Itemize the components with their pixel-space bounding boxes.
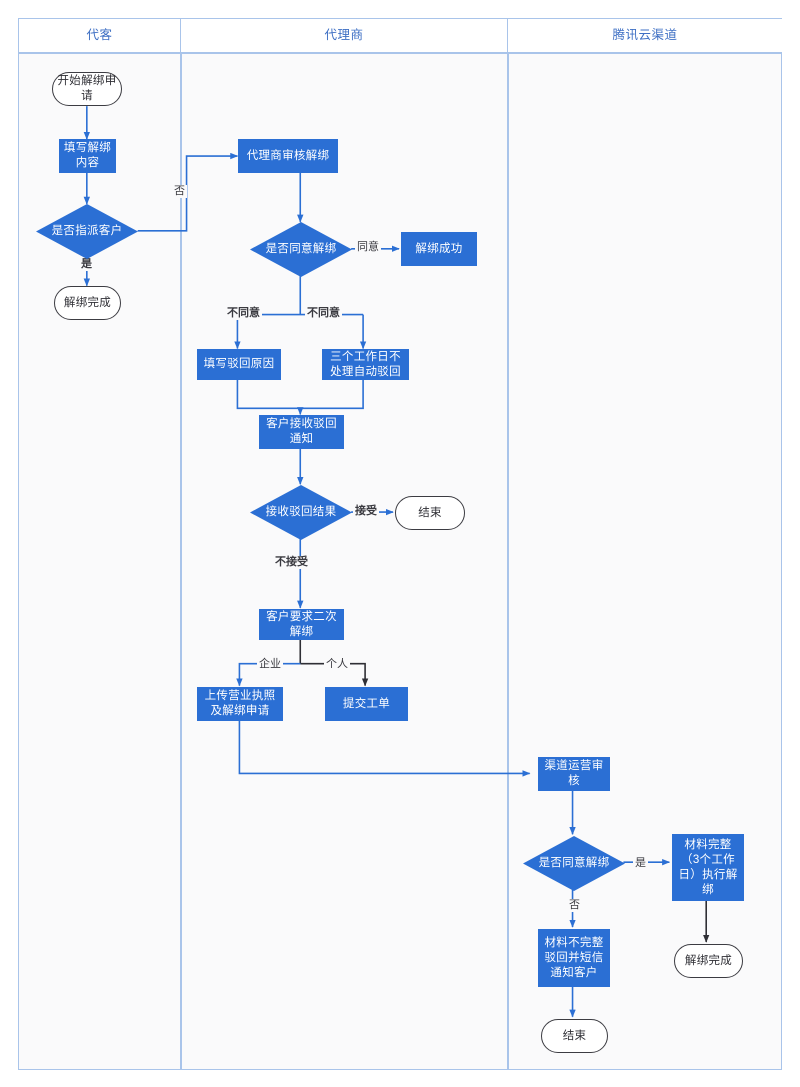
node-label: 是否同意解绑 (265, 243, 337, 255)
node-customer-recv-reject[interactable]: 客户接收驳回通知 (259, 415, 344, 449)
node-label: 材料完整（3个工作日）执行解绑 (678, 838, 738, 896)
node-auto-reject-3days[interactable]: 三个工作日不处理自动驳回 (322, 349, 409, 380)
node-customer-second-unbind[interactable]: 客户要求二次解绑 (259, 609, 344, 640)
node-label: 三个工作日不处理自动驳回 (330, 350, 401, 378)
node-label: 结束 (562, 1029, 587, 1042)
lane-header-tencent-channel: 腾讯云渠道 (508, 19, 782, 52)
lane-divider-1 (180, 19, 182, 1069)
node-fill-reject-reason[interactable]: 填写驳回原因 (197, 349, 281, 380)
edge-auto-reject-merge (300, 378, 364, 410)
node-unbind-success[interactable]: 解绑成功 (401, 232, 477, 266)
edge-assign-no-to-agent-review (137, 152, 239, 232)
node-label: 是否指派客户 (51, 225, 123, 237)
node-submit-ticket[interactable]: 提交工单 (325, 687, 408, 721)
node-label: 填写驳回原因 (203, 358, 275, 370)
node-agree-unbind-right[interactable]: 是否同意解绑 (523, 836, 625, 891)
node-assign-customer[interactable]: 是否指派客户 (36, 204, 138, 259)
node-unbind-done-left[interactable]: 解绑完成 (54, 286, 121, 320)
node-label: 渠道运营审核 (544, 760, 604, 787)
diamond-shape (250, 222, 352, 277)
node-label: 解绑完成 (63, 296, 112, 309)
lane-header-agent: 代理商 (181, 19, 507, 52)
edge-reject-reason-merge (236, 378, 301, 410)
swimlane-canvas: 代客 代理商 腾讯云渠道 (18, 18, 782, 1070)
edge-label-yes-right: 是 (633, 857, 648, 870)
connector-layer (83, 106, 710, 1018)
edge-label-accept: 接受 (353, 505, 379, 518)
node-recv-reject-result[interactable]: 接收驳回结果 (250, 485, 352, 540)
node-end-right[interactable]: 结束 (541, 1019, 608, 1053)
lane-header-customer: 代客 (19, 19, 180, 52)
node-label: 结束 (418, 506, 442, 519)
node-channel-ops-review[interactable]: 渠道运营审核 (538, 757, 610, 791)
node-start-apply[interactable]: 开始解绑申请 (52, 72, 122, 106)
edge-label-enterprise: 企业 (257, 658, 283, 671)
diamond-shape (36, 204, 138, 259)
node-agent-review[interactable]: 代理商审核解绑 (238, 139, 338, 173)
edge-label-individual: 个人 (324, 658, 350, 671)
node-agree-unbind[interactable]: 是否同意解绑 (250, 222, 352, 277)
node-fill-unbind-content[interactable]: 填写解绑内容 (59, 139, 116, 173)
edge-label-yes-assign: 是 (79, 258, 94, 271)
edge-label-no-right: 否 (567, 899, 582, 912)
diamond-shape (250, 485, 352, 540)
lane-divider-2 (507, 19, 509, 1069)
node-label: 解绑完成 (684, 954, 733, 967)
edge-label-no-assign: 否 (172, 185, 187, 198)
node-material-complete[interactable]: 材料完整（3个工作日）执行解绑 (672, 834, 744, 901)
node-label: 填写解绑内容 (63, 142, 112, 169)
node-label: 开始解绑申请 (57, 75, 117, 102)
diamond-shape (523, 836, 625, 891)
node-label: 解绑成功 (415, 242, 463, 255)
node-label: 提交工单 (342, 697, 391, 710)
lane-header-rule (19, 52, 781, 54)
edge-label-not-accept: 不接受 (273, 556, 310, 569)
node-label: 材料不完整驳回并短信通知客户 (544, 936, 604, 979)
node-label: 是否同意解绑 (538, 857, 610, 869)
edge-label-agree: 同意 (355, 241, 381, 254)
edge-label-disagree-left: 不同意 (225, 307, 262, 320)
node-material-incomplete[interactable]: 材料不完整驳回并短信通知客户 (538, 929, 610, 987)
node-label: 代理商审核解绑 (246, 149, 330, 162)
edge-label-disagree-right: 不同意 (305, 307, 342, 320)
node-label: 上传营业执照及解绑申请 (204, 690, 276, 717)
node-end-middle[interactable]: 结束 (395, 496, 465, 530)
node-unbind-done-right[interactable]: 解绑完成 (674, 944, 743, 978)
node-label: 客户接收驳回通知 (266, 418, 337, 445)
edge-upload-to-channel-review (238, 719, 531, 777)
node-label: 接收驳回结果 (265, 506, 337, 518)
node-label: 客户要求二次解绑 (266, 610, 337, 638)
node-upload-license[interactable]: 上传营业执照及解绑申请 (197, 687, 283, 721)
